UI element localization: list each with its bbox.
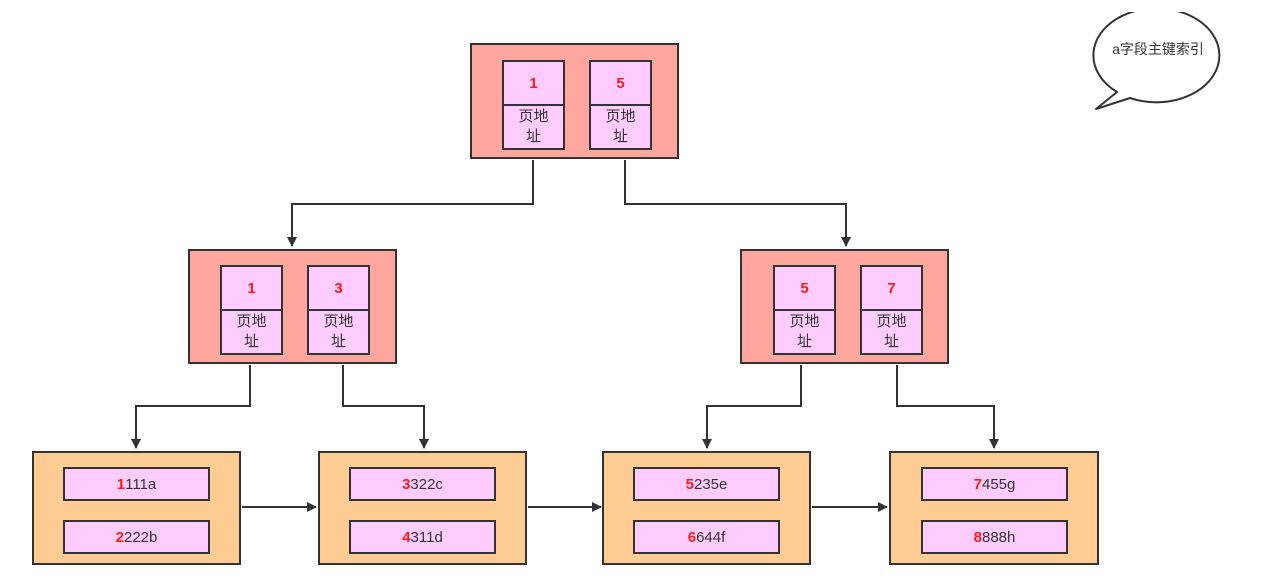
root-key-cell-2: 5 页地址 [589, 60, 652, 150]
internal-right-key-cell-1: 5 页地址 [773, 265, 836, 355]
internal-node-right: 5 页地址 7 页地址 [740, 249, 949, 364]
page-address-label: 页地址 [789, 313, 820, 350]
edge-root-to-left [287, 160, 534, 247]
page-address-label: 页地址 [236, 313, 267, 350]
record-key: 7 [973, 475, 982, 493]
record-rest: 222b [123, 528, 158, 546]
record-key: 2 [115, 528, 124, 546]
edge-right-to-leaf3 [702, 365, 802, 449]
key-value: 1 [222, 267, 281, 311]
record-key: 1 [116, 475, 126, 493]
record-rest: 455g [981, 475, 1016, 493]
record-rest: 311d [410, 528, 443, 546]
root-key-cell-1: 1 页地址 [502, 60, 565, 150]
key-value: 3 [309, 267, 368, 311]
edge-left-to-leaf1 [131, 365, 251, 449]
record-key: 8 [973, 528, 982, 546]
record-rest: 111a [125, 475, 157, 493]
internal-left-key-cell-2: 3 页地址 [307, 265, 370, 355]
page-address-label: 页地址 [605, 108, 636, 145]
record-key: 5 [685, 475, 694, 493]
record-key: 3 [402, 475, 411, 493]
edge-left-to-leaf2 [342, 365, 429, 449]
record-rest: 644f [696, 528, 726, 546]
edge-right-to-leaf4 [896, 365, 999, 449]
internal-right-key-cell-2: 7 页地址 [860, 265, 923, 355]
edge-root-to-right [624, 160, 851, 247]
root-node: 1 页地址 5 页地址 [470, 43, 679, 159]
callout-text: a字段主键索引 [1112, 41, 1204, 57]
page-address-label: 页地址 [323, 313, 354, 350]
record-rest: 235e [693, 475, 728, 493]
internal-node-left: 1 页地址 3 页地址 [188, 249, 397, 364]
page-address-label: 页地址 [518, 108, 549, 145]
internal-left-key-cell-1: 1 页地址 [220, 265, 283, 355]
key-value: 5 [775, 267, 834, 311]
record-rest: 322c [410, 475, 443, 493]
record-key: 4 [402, 528, 411, 546]
page-address-label: 页地址 [876, 313, 907, 350]
record-rest: 888h [981, 528, 1016, 546]
key-value: 5 [591, 62, 650, 106]
record-key: 6 [687, 528, 697, 546]
speech-bubble-callout [1092, 12, 1221, 110]
key-value: 7 [862, 267, 921, 311]
key-value: 1 [504, 62, 563, 106]
